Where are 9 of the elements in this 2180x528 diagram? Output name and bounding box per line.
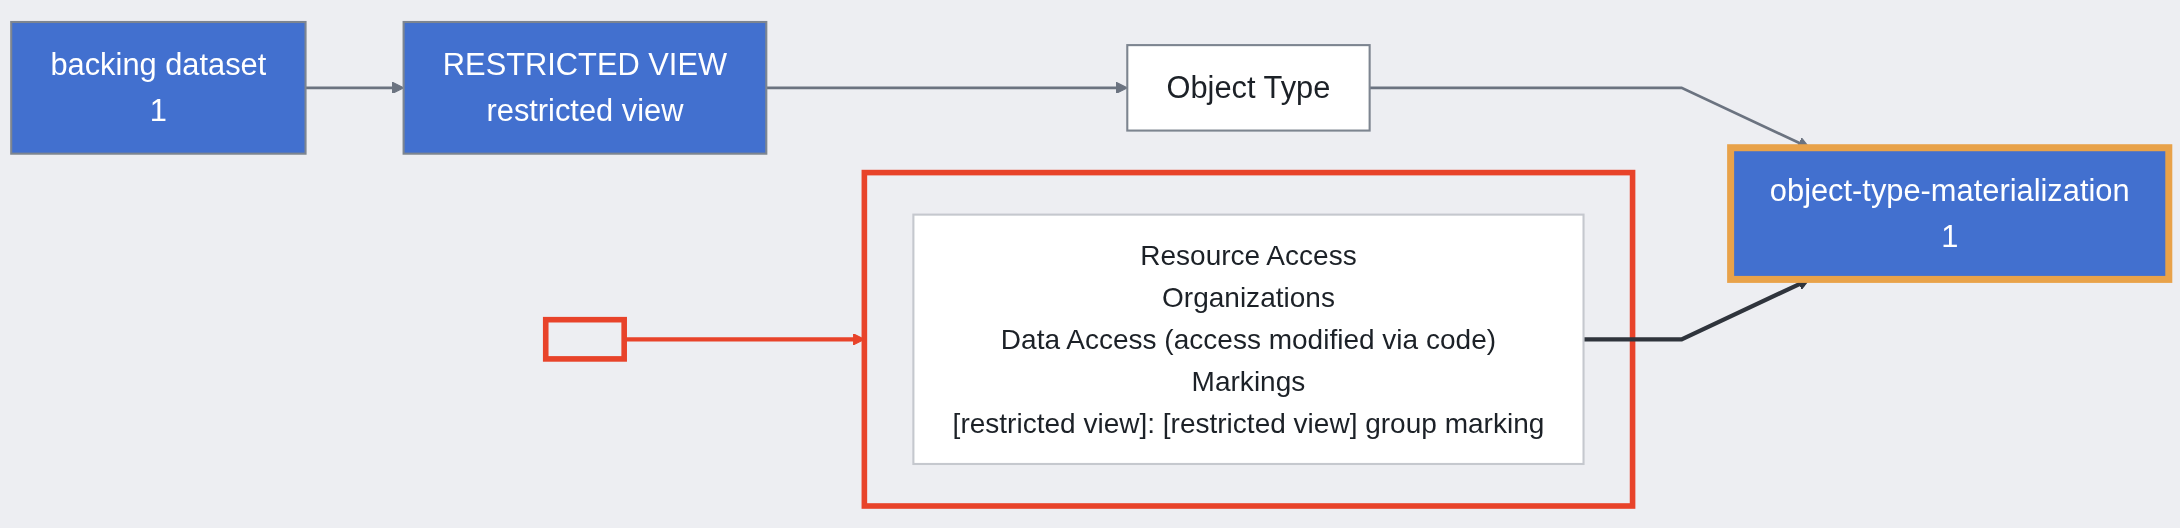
node-box: Resource Access Organizations Data Access (access modified via code) Markings [restricted view]: [restricted view] group marking [912, 213, 1585, 466]
node-box: object-type-materialization 1 [1727, 144, 2173, 283]
cluster [861, 169, 1636, 509]
arrow [624, 333, 865, 346]
node-box: backing dataset 1 [10, 20, 307, 155]
arrow [766, 81, 1128, 94]
node-box [542, 316, 627, 362]
node-box: RESTRICTED VIEW restricted view [402, 20, 768, 155]
node-box: Object Type [1126, 44, 1371, 132]
